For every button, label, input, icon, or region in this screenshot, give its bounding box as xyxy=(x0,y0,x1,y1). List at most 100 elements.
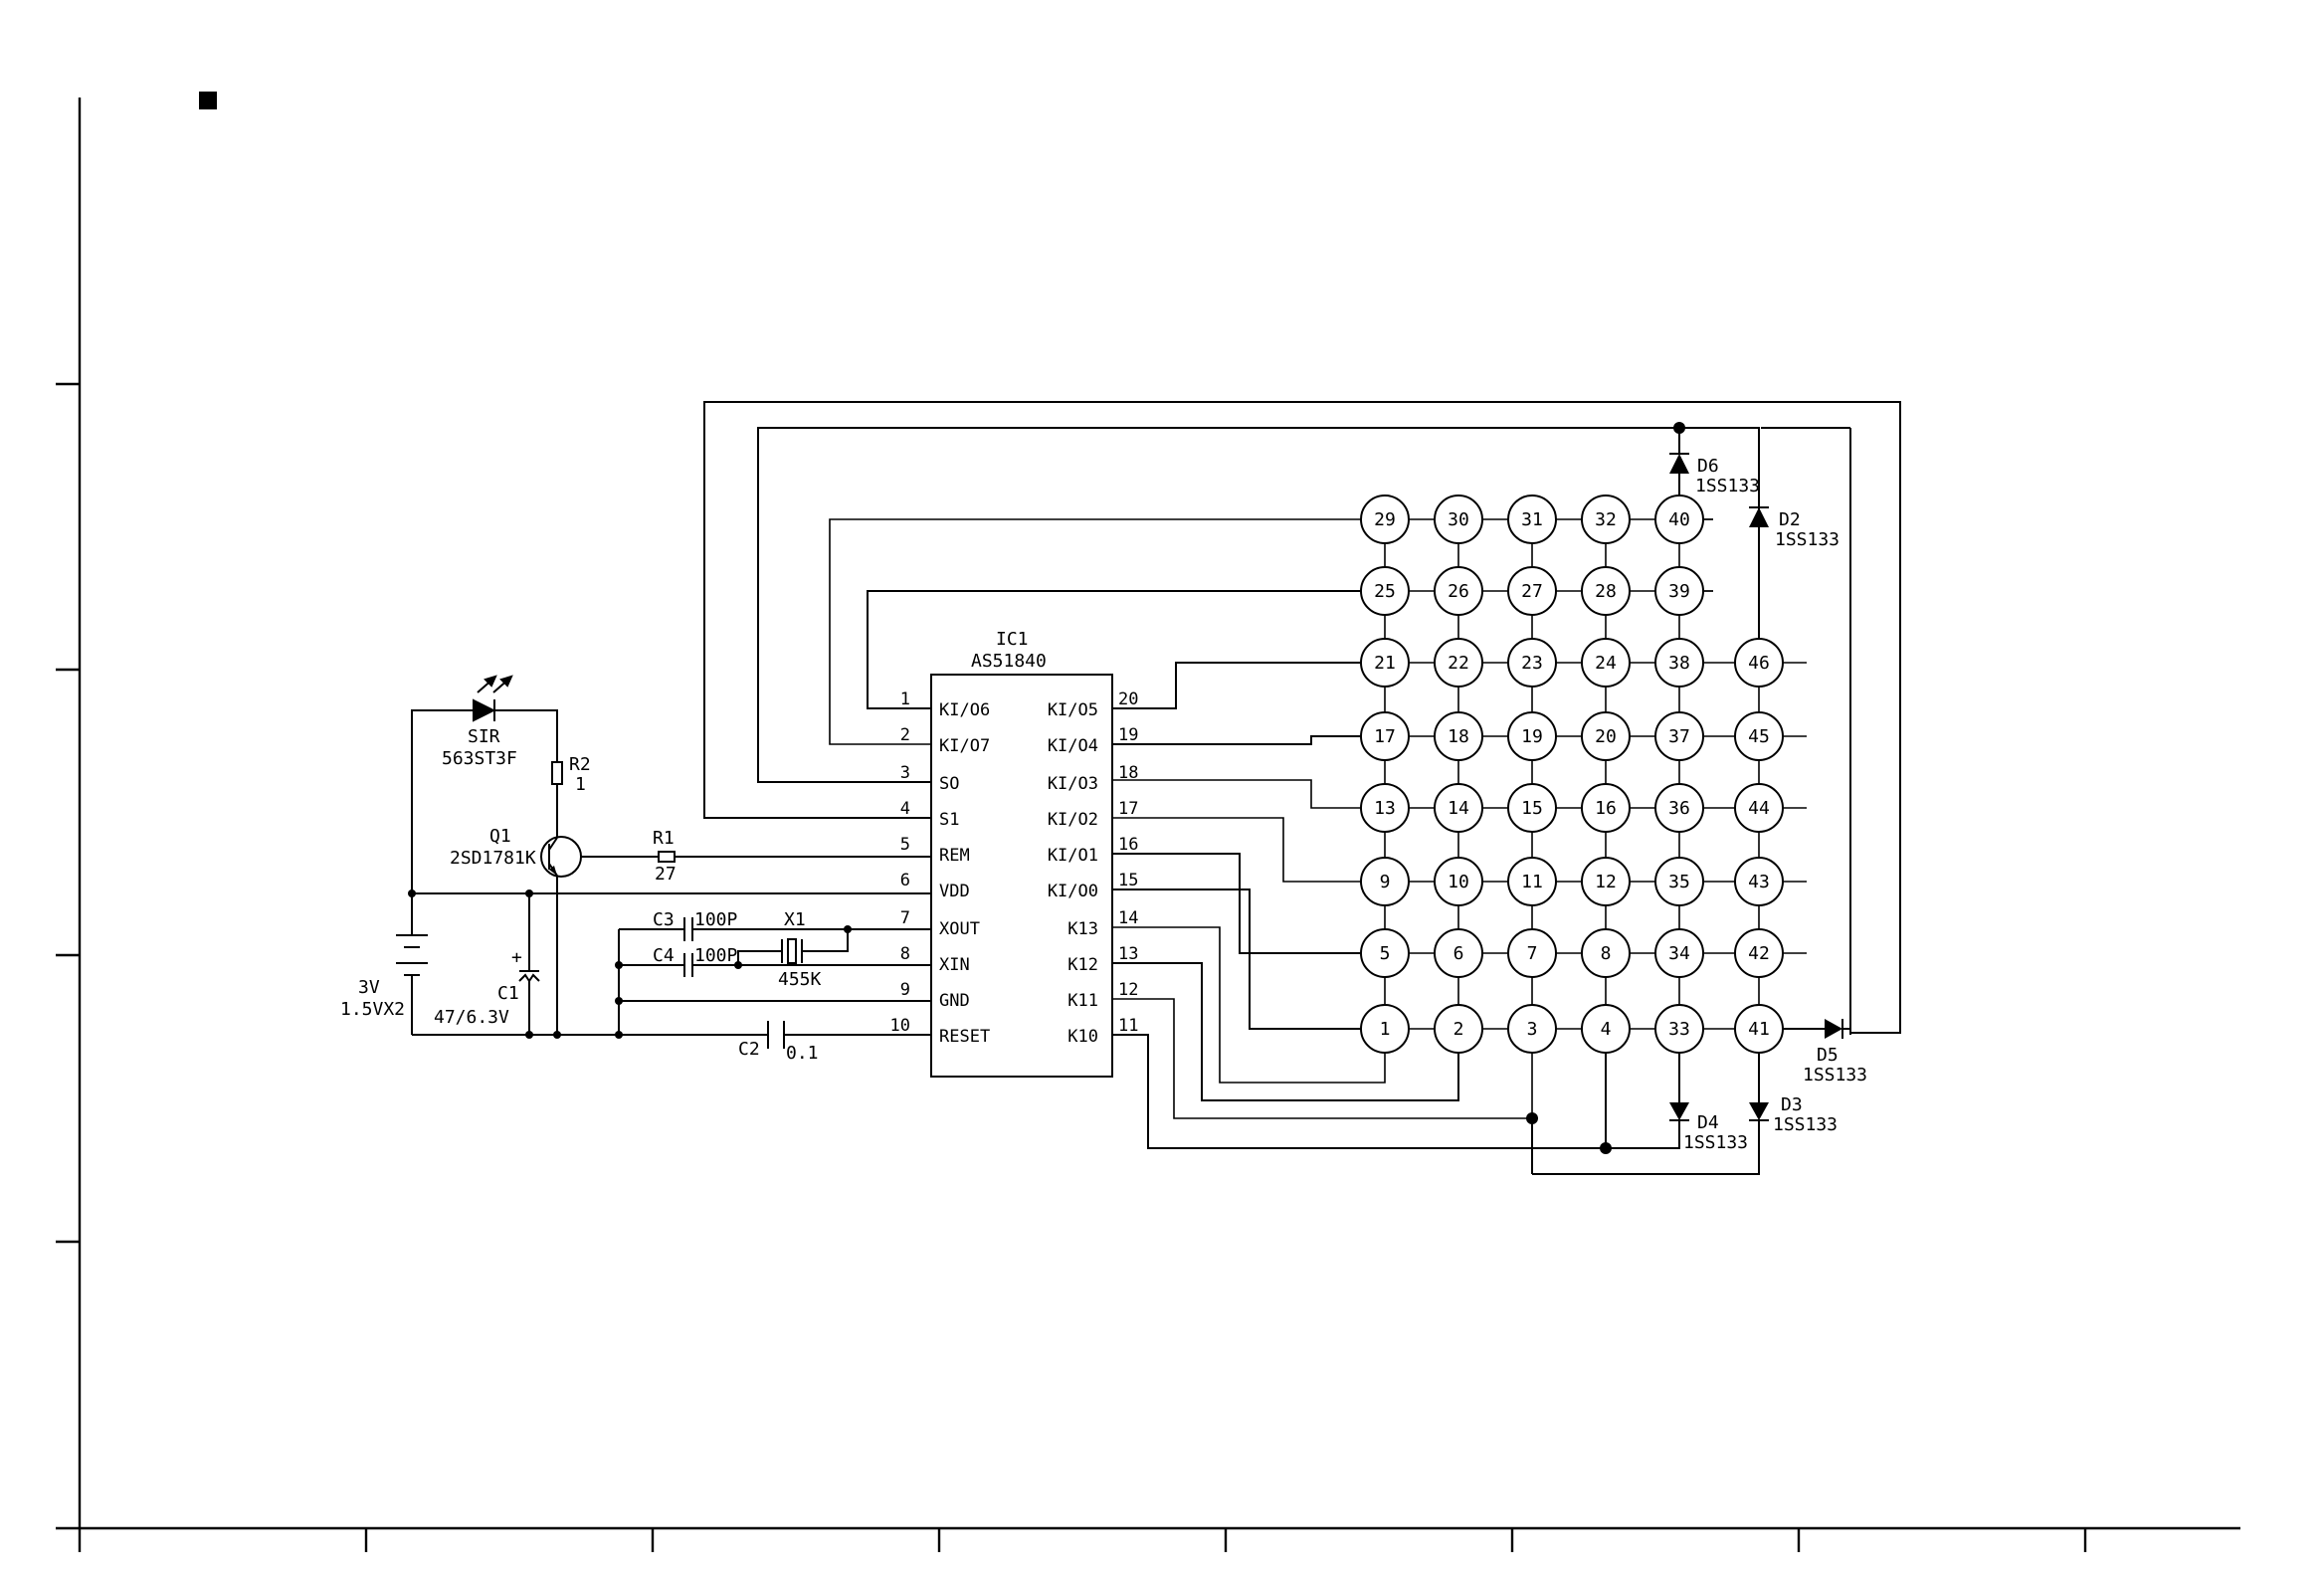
d3-ref: D3 xyxy=(1781,1094,1803,1115)
key-label: 38 xyxy=(1668,653,1690,674)
key-label: 35 xyxy=(1668,872,1690,892)
d6-part: 1SS133 xyxy=(1695,476,1760,496)
pin-number: 17 xyxy=(1118,799,1138,819)
key-button-5: 5 xyxy=(1360,928,1410,978)
pin-name: K11 xyxy=(1067,991,1098,1011)
r2-resistor xyxy=(551,761,563,785)
key-button-17: 17 xyxy=(1360,711,1410,761)
key-label: 28 xyxy=(1595,581,1617,602)
pin-number: 9 xyxy=(900,980,910,1000)
battery-icon xyxy=(396,934,428,976)
key-button-20: 20 xyxy=(1581,711,1631,761)
pin-number: 4 xyxy=(900,799,910,819)
key-label: 41 xyxy=(1748,1019,1770,1040)
pin-name: SO xyxy=(939,774,959,794)
led-ref: SIR xyxy=(468,726,500,747)
key-label: 45 xyxy=(1748,726,1770,747)
key-label: 16 xyxy=(1595,798,1617,819)
key-button-7: 7 xyxy=(1507,928,1557,978)
battery-cells: 1.5VX2 xyxy=(340,999,405,1020)
key-label: 11 xyxy=(1521,872,1543,892)
c3-value: 100P xyxy=(694,909,738,930)
c1-polarity: + xyxy=(511,947,522,968)
corner-marker xyxy=(199,92,217,109)
key-label: 15 xyxy=(1521,798,1543,819)
pin-number: 15 xyxy=(1118,871,1138,890)
led-part: 563ST3F xyxy=(442,748,517,769)
r2-value: 1 xyxy=(575,774,586,795)
diode-d2: D2 1SS133 xyxy=(1749,506,1840,645)
pin-name: KI/O0 xyxy=(1048,882,1098,901)
key-label: 20 xyxy=(1595,726,1617,747)
key-label: 1 xyxy=(1380,1019,1391,1040)
ic1: IC1 AS51840 1KI/O62KI/O73SO4S15REM6VDD7X… xyxy=(890,629,1139,1078)
key-button-33: 33 xyxy=(1654,1004,1704,1054)
emission-arrows-icon xyxy=(477,675,513,693)
key-label: 17 xyxy=(1374,726,1396,747)
pin-number: 7 xyxy=(900,908,910,928)
pin-name: KI/O2 xyxy=(1048,810,1098,830)
key-label: 44 xyxy=(1748,798,1770,819)
r1-resistor xyxy=(658,851,676,863)
key-label: 2 xyxy=(1453,1019,1464,1040)
pin-number: 19 xyxy=(1118,725,1138,745)
key-button-12: 12 xyxy=(1581,857,1631,906)
pin-number: 8 xyxy=(900,944,910,964)
pin-number: 10 xyxy=(890,1016,910,1036)
key-label: 32 xyxy=(1595,509,1617,530)
ic1-left-pins: 1KI/O62KI/O73SO4S15REM6VDD7XOUT8XIN9GND1… xyxy=(890,690,991,1047)
key-label: 39 xyxy=(1668,581,1690,602)
key-label: 43 xyxy=(1748,872,1770,892)
pin-name: K10 xyxy=(1067,1027,1098,1047)
key-button-16: 16 xyxy=(1581,783,1631,833)
c1-value: 47/6.3V xyxy=(434,1007,509,1028)
diode-d3: D3 1SS133 xyxy=(1749,1094,1838,1135)
key-button-28: 28 xyxy=(1581,566,1631,616)
pin-number: 12 xyxy=(1118,980,1138,1000)
pin-number: 2 xyxy=(900,725,910,745)
pin-name: XOUT xyxy=(939,919,980,939)
key-button-31: 31 xyxy=(1507,494,1557,544)
pin-number: 20 xyxy=(1118,690,1138,709)
key-label: 30 xyxy=(1448,509,1469,530)
junction-dots xyxy=(408,889,852,1039)
key-button-32: 32 xyxy=(1581,494,1631,544)
c2-ref: C2 xyxy=(738,1039,760,1060)
d2-part: 1SS133 xyxy=(1775,529,1840,550)
key-label: 7 xyxy=(1527,943,1538,964)
driver-circuit: SIR 563ST3F R2 1 Q1 2SD1781K R1 27 3V xyxy=(340,675,931,1064)
key-button-35: 35 xyxy=(1654,857,1704,906)
key-button-39: 39 xyxy=(1654,566,1704,616)
key-label: 3 xyxy=(1527,1019,1538,1040)
pin-number: 6 xyxy=(900,871,910,890)
key-button-8: 8 xyxy=(1581,928,1631,978)
key-label: 33 xyxy=(1668,1019,1690,1040)
page-frame xyxy=(56,92,2240,1552)
key-button-9: 9 xyxy=(1360,857,1410,906)
pin-name: KI/O3 xyxy=(1048,774,1098,794)
pin-name: RESET xyxy=(939,1027,990,1047)
key-label: 4 xyxy=(1601,1019,1612,1040)
key-label: 18 xyxy=(1448,726,1469,747)
pin-name: VDD xyxy=(939,882,970,901)
pin-name: REM xyxy=(939,846,970,866)
key-label: 13 xyxy=(1374,798,1396,819)
key-button-21: 21 xyxy=(1360,638,1410,688)
key-button-6: 6 xyxy=(1434,928,1483,978)
key-label: 12 xyxy=(1595,872,1617,892)
ir-led-icon xyxy=(473,698,496,722)
key-button-19: 19 xyxy=(1507,711,1557,761)
d4-ref: D4 xyxy=(1697,1112,1719,1133)
key-button-2: 2 xyxy=(1434,1004,1483,1054)
d2-ref: D2 xyxy=(1779,509,1801,530)
key-button-4: 4 xyxy=(1581,1004,1631,1054)
